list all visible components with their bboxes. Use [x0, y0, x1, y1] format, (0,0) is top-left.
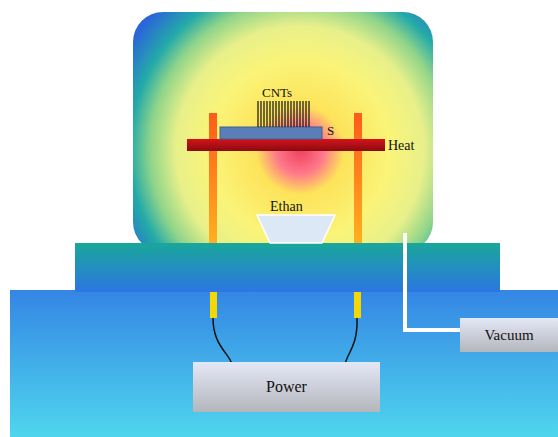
- nanotube-label: CNTs: [262, 86, 292, 99]
- nanotube: [284, 101, 285, 127]
- nanotubes: [258, 101, 309, 127]
- nanotube: [263, 101, 264, 127]
- feedthrough: [354, 292, 361, 318]
- nanotube: [305, 101, 306, 127]
- nanotube: [275, 101, 276, 127]
- power-supply-box: Power: [193, 362, 380, 412]
- nanotube: [290, 101, 291, 127]
- nanotube: [266, 101, 267, 127]
- heater-bar: [187, 139, 385, 151]
- bell-jar: [133, 12, 433, 252]
- nanotube: [308, 101, 309, 127]
- box-text: Vacuum: [484, 327, 533, 344]
- ethanol-beaker: [257, 215, 335, 243]
- nanotube: [260, 101, 261, 127]
- nanotube: [296, 101, 297, 127]
- nanotube: [299, 101, 300, 127]
- vacuum-pipe: [405, 233, 460, 330]
- base-plate: [75, 243, 500, 292]
- floor-ground: [10, 290, 558, 437]
- nanotube: [293, 101, 294, 127]
- ethanol-label: Ethan: [270, 200, 303, 214]
- heater-label: Heat: [388, 139, 414, 153]
- nanotube: [281, 101, 282, 127]
- nanotube: [269, 101, 270, 127]
- nanotube: [287, 101, 288, 127]
- nanotube: [257, 101, 258, 127]
- electrode: [354, 113, 362, 243]
- wire: [345, 318, 357, 364]
- wire: [213, 318, 232, 364]
- substrate: [220, 127, 322, 139]
- nanotube: [278, 101, 279, 127]
- electrode: [209, 113, 217, 243]
- substrate-label: S: [327, 124, 334, 137]
- feedthrough: [210, 292, 217, 318]
- box-text: Power: [266, 378, 307, 396]
- nanotube: [302, 101, 303, 127]
- nanotube: [272, 101, 273, 127]
- vacuum-pump-box: Vacuum: [460, 318, 558, 352]
